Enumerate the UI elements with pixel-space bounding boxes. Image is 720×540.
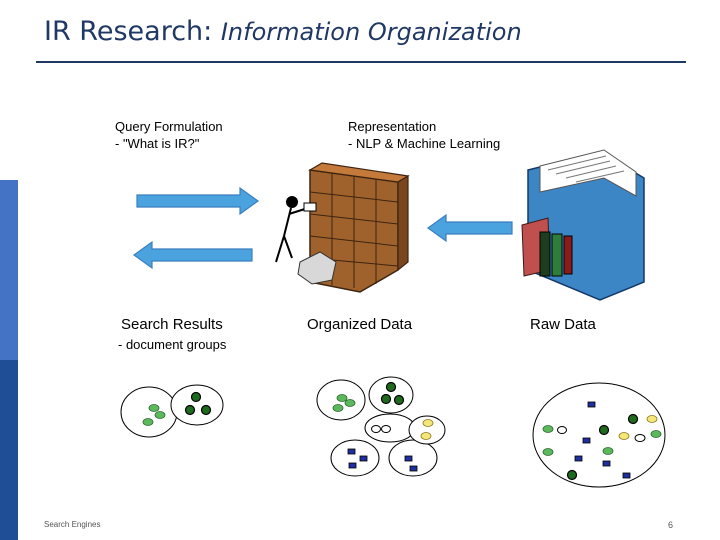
filing-cabinet-clipart	[275, 162, 410, 293]
footer-page-number: 6	[668, 520, 674, 530]
raw-data-cluster	[532, 382, 666, 488]
page-title: IR Research: Information Organization	[44, 16, 522, 47]
search-results-sub: - document groups	[118, 337, 227, 352]
sidebar-band-middle	[0, 180, 18, 360]
page-title-main: IR Research:	[44, 16, 213, 47]
representation-title: Representation	[348, 119, 437, 134]
arrow-right-icon	[136, 186, 260, 216]
query-formulation-label: Query Formulation - "What is IR?"	[115, 118, 223, 152]
footer-course-name: Search Engines	[44, 520, 101, 529]
book-clipart	[521, 149, 645, 301]
raw-data-label: Raw Data	[530, 316, 596, 333]
search-results-clusters	[120, 384, 224, 438]
sidebar-band-bottom	[0, 360, 18, 540]
query-formulation-sub: - "What is IR?"	[115, 136, 200, 151]
sidebar-band-top	[0, 0, 18, 180]
organized-data-label: Organized Data	[307, 316, 413, 333]
arrow-left-icon	[132, 240, 253, 270]
arrow-left-icon-2	[426, 213, 513, 243]
title-underline	[36, 61, 686, 63]
organized-data-clusters	[316, 376, 446, 477]
representation-label: Representation - NLP & Machine Learning	[348, 118, 500, 152]
search-results-title: Search Results	[121, 316, 223, 333]
page-title-sub: Information Organization	[220, 18, 522, 46]
representation-sub: - NLP & Machine Learning	[348, 136, 501, 151]
query-formulation-title: Query Formulation	[115, 119, 223, 134]
